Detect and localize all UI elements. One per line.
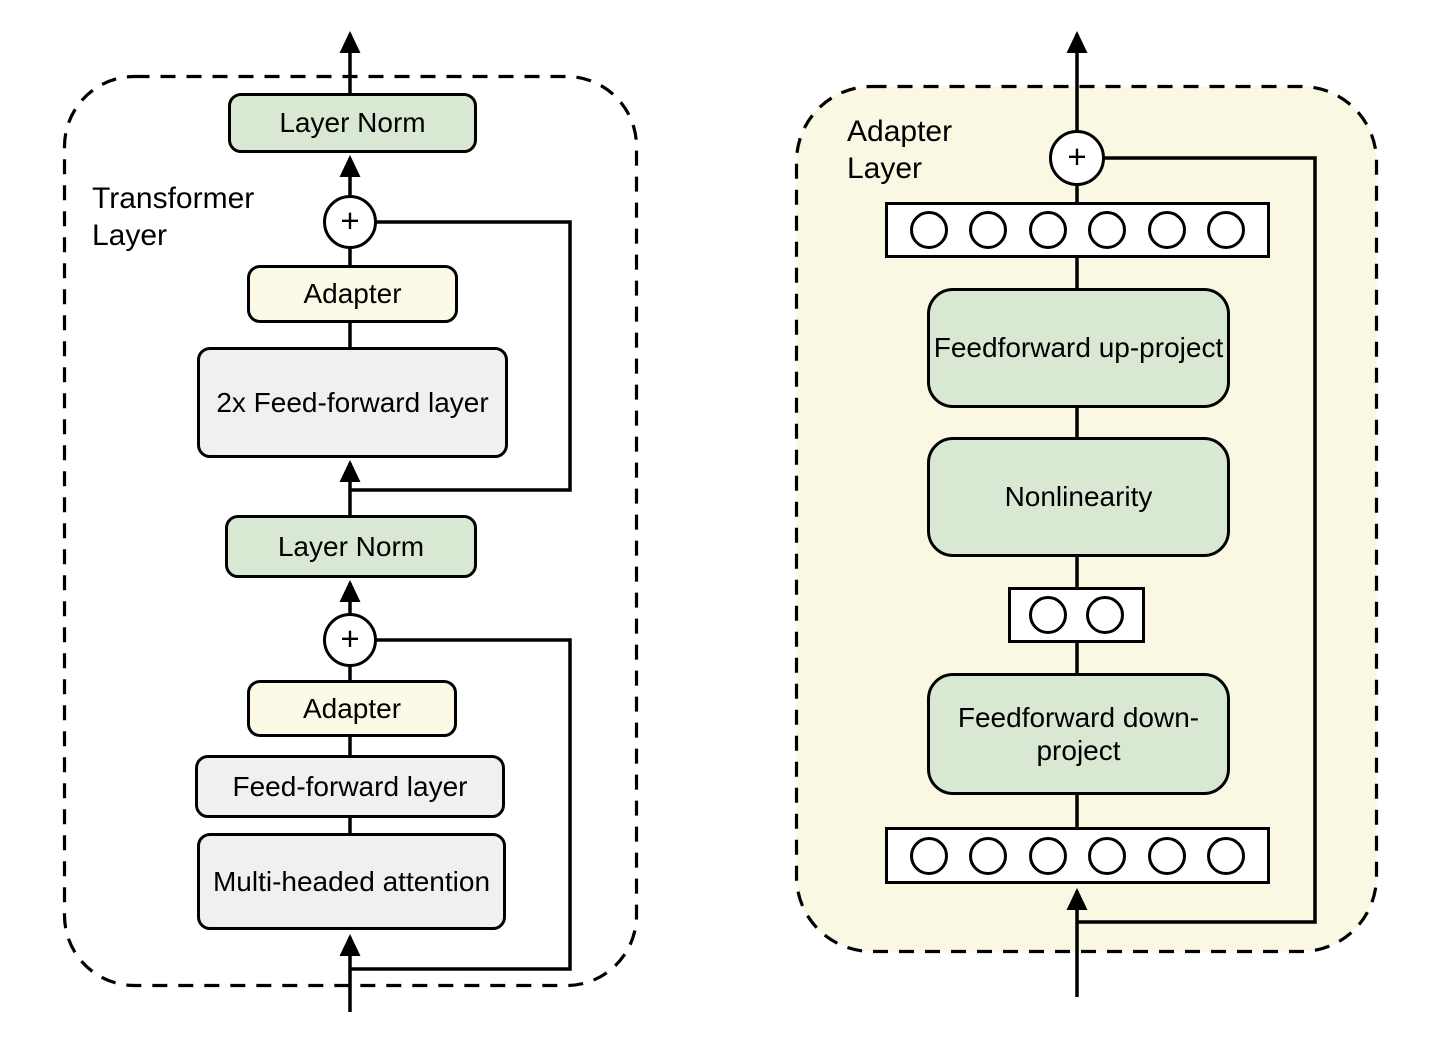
adapter-bottom-box: Adapter (247, 680, 457, 737)
feedforward-up-project-box: Feedforward up-project (927, 288, 1230, 408)
adapter-layer-label-line2: Layer (847, 152, 923, 185)
unit-circle (1028, 211, 1067, 249)
layer-norm-top-box: Layer Norm (228, 93, 477, 153)
unit-circle (1088, 211, 1127, 249)
residual-connection-bottom (350, 638, 572, 971)
feature-row-top (885, 202, 1270, 258)
multi-headed-attention-box: Multi-headed attention (197, 833, 506, 930)
unit-circle (969, 211, 1008, 249)
add-node-bottom: + (323, 613, 377, 667)
feed-forward-2x-box: 2x Feed-forward layer (197, 347, 508, 458)
transformer-layer-label-line1: Transformer (92, 182, 255, 215)
bottleneck-row (1008, 587, 1145, 643)
adapter-skip-connection (1077, 156, 1317, 924)
adapter-add-node: + (1049, 130, 1105, 186)
adapter-layer-label: Adapter Layer (847, 113, 952, 187)
residual-connection-top (350, 220, 572, 492)
transformer-layer-label-line2: Layer (92, 219, 168, 252)
add-node-top: + (323, 195, 377, 249)
layer-norm-bottom-box: Layer Norm (225, 515, 477, 578)
adapter-top-box: Adapter (247, 265, 458, 323)
unit-circle (1028, 836, 1067, 875)
unit-circle (909, 211, 948, 249)
unit-circle (909, 836, 948, 875)
unit-circle (969, 836, 1008, 875)
unit-circle (1085, 596, 1124, 634)
feature-row-bottom (885, 827, 1270, 884)
unit-circle (1147, 211, 1186, 249)
unit-circle (1207, 836, 1246, 875)
unit-circle (1147, 836, 1186, 875)
transformer-layer-label: Transformer Layer (92, 180, 254, 254)
unit-circle (1088, 836, 1127, 875)
feedforward-down-project-box: Feedforward down-project (927, 673, 1230, 795)
nonlinearity-box: Nonlinearity (927, 437, 1230, 557)
unit-circle (1207, 211, 1246, 249)
feed-forward-layer-box: Feed-forward layer (195, 755, 505, 818)
adapter-layer-label-line1: Adapter (847, 115, 953, 148)
unit-circle (1029, 596, 1068, 634)
